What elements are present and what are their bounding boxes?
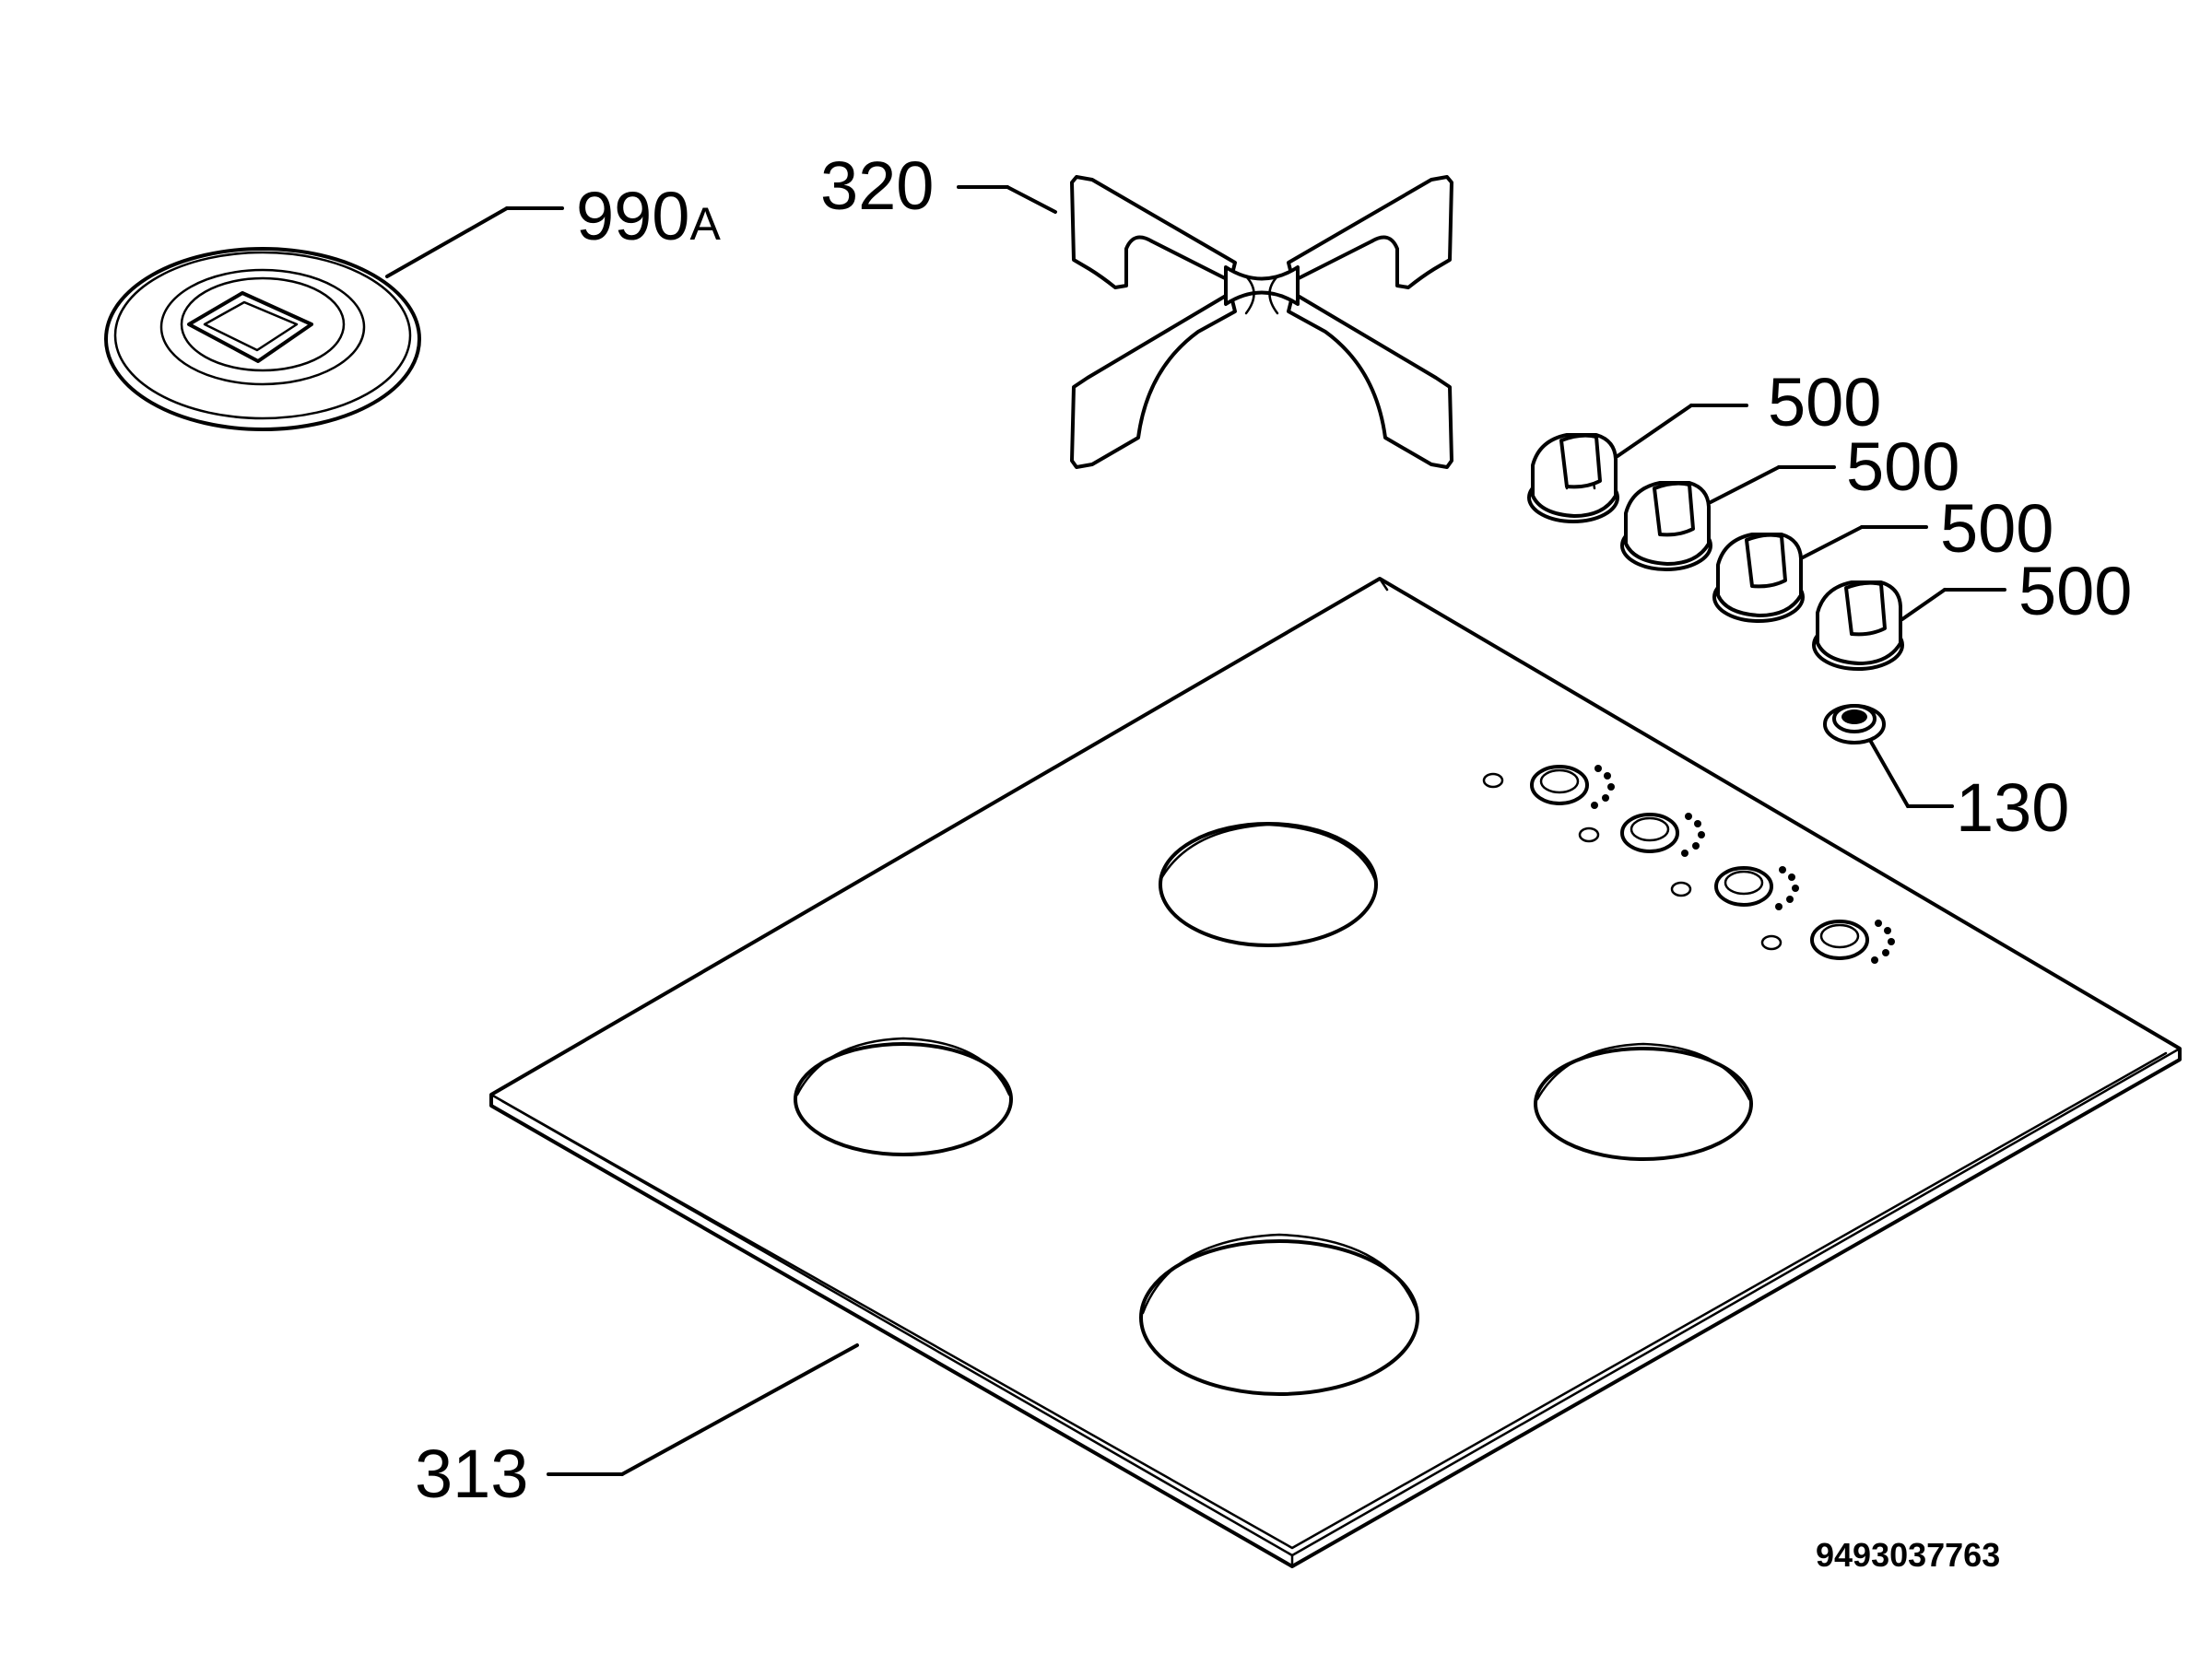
pan-support-320: [957, 175, 1453, 469]
control-knob-3: [1712, 525, 1928, 623]
burner-hole-front: [1139, 1233, 1419, 1396]
label-990a-suffix: A: [689, 198, 721, 250]
burner-hole-left: [794, 1037, 1013, 1156]
control-hole-1: [1482, 765, 1615, 809]
control-knob-2: [1620, 465, 1836, 571]
label-500-knob-4: 500: [2018, 553, 2133, 629]
cover-plate-990a: [104, 206, 564, 431]
control-hole-3: [1670, 866, 1799, 910]
control-knob-1: [1527, 404, 1748, 523]
hob-top-313: [489, 577, 2182, 1568]
burner-hole-back: [1159, 822, 1378, 947]
label-990a: 990A: [576, 182, 721, 251]
label-990a-number: 990: [576, 178, 690, 254]
control-hole-2: [1578, 813, 1705, 857]
burner-hole-right: [1534, 1042, 1753, 1161]
control-knob-4: [1812, 580, 2006, 671]
label-500-knob-2: 500: [1846, 428, 1960, 505]
label-313: 313: [415, 1436, 529, 1512]
label-500-knob-3: 500: [1940, 490, 2054, 567]
spark-button-130: [1823, 704, 1954, 808]
label-500-knob-1: 500: [1768, 364, 1882, 440]
control-hole-4: [1760, 920, 1895, 964]
label-320: 320: [820, 147, 935, 224]
drawing-code: 9493037763: [1816, 1536, 2001, 1574]
label-130: 130: [1956, 769, 2070, 846]
